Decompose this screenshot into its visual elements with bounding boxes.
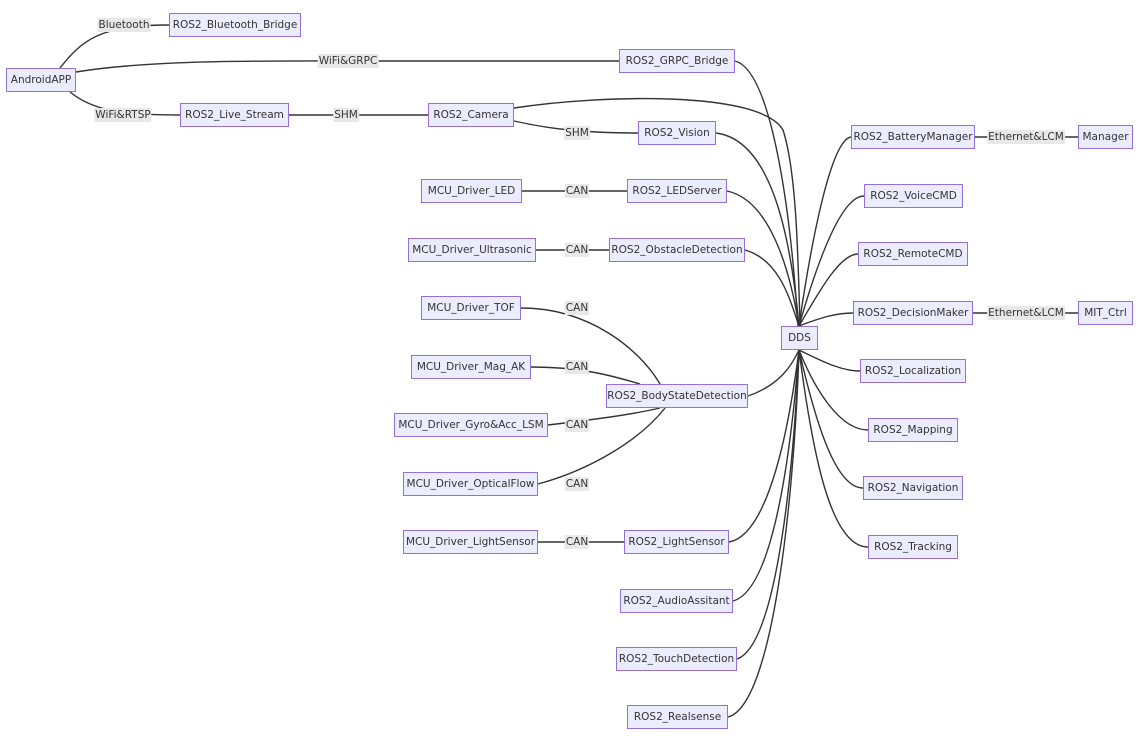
node-vision[interactable]: ROS2_Vision [638,121,716,145]
edge-label-shm-stream: SHM [333,108,359,122]
node-navigation[interactable]: ROS2_Navigation [863,476,963,500]
edge-led-dds [726,190,800,327]
edge-label-bluetooth: Bluetooth [97,18,151,32]
edge-label-can-light: CAN [564,535,590,549]
node-touch-detection[interactable]: ROS2_TouchDetection [616,647,737,671]
edge-touch-dds [736,349,800,660]
edge-realsense-dds [727,349,800,718]
edge-label-can-gyro: CAN [564,418,590,432]
edge-mag-body [530,366,641,385]
edge-label-eth-battery: Ethernet&LCM [987,130,1065,144]
edge-label-can-mag: CAN [564,360,590,374]
node-audio-assistant[interactable]: ROS2_AudioAssitant [620,589,733,613]
node-led-server[interactable]: ROS2_LEDServer [627,179,727,203]
node-body-state[interactable]: ROS2_BodyStateDetection [606,384,748,408]
node-battery-manager[interactable]: ROS2_BatteryManager [851,125,975,149]
node-mcu-led[interactable]: MCU_Driver_LED [421,179,522,203]
edge-dds-navigation [798,349,864,489]
node-realsense[interactable]: ROS2_Realsense [627,705,728,729]
edge-label-wifi-grpc: WiFi&GRPC [317,54,379,68]
edge-light-dds [728,349,800,543]
edge-label-can-ultrasonic: CAN [564,243,590,257]
node-bluetooth-bridge[interactable]: ROS2_Bluetooth_Bridge [169,13,301,37]
node-android-app[interactable]: AndroidAPP [6,68,76,92]
node-mcu-optical[interactable]: MCU_Driver_OpticalFlow [403,472,538,496]
edge-obstacle-dds [744,249,800,327]
node-mit-ctrl[interactable]: MIT_Ctrl [1078,301,1133,325]
edge-dds-decision [798,312,854,327]
edge-label-can-tof: CAN [564,301,590,315]
node-mcu-ultrasonic[interactable]: MCU_Driver_Ultrasonic [408,238,536,262]
node-dds[interactable]: DDS [781,326,818,350]
edge-label-shm-vision: SHM [564,126,590,140]
edge-tof-body [520,307,661,385]
node-tracking[interactable]: ROS2_Tracking [868,535,958,559]
edge-grpc-dds [734,60,799,327]
edge-label-wifi-rtsp: WiFi&RTSP [94,108,152,122]
edge-camera-dds [513,97,801,327]
edge-label-can-led: CAN [564,184,590,198]
node-localization[interactable]: ROS2_Localization [860,359,966,383]
edge-label-can-optical: CAN [564,477,590,491]
edge-dds-remote [798,253,859,327]
node-manager[interactable]: Manager [1078,125,1133,149]
node-grpc-bridge[interactable]: ROS2_GRPC_Bridge [619,49,735,73]
node-obstacle-detection[interactable]: ROS2_ObstacleDetection [609,238,745,262]
node-mcu-tof[interactable]: MCU_Driver_TOF [421,296,521,320]
node-voice-cmd[interactable]: ROS2_VoiceCMD [864,184,963,208]
edge-optical-body [537,407,666,485]
node-mcu-mag[interactable]: MCU_Driver_Mag_AK [411,355,531,379]
edge-dds-battery [798,136,852,327]
node-live-stream[interactable]: ROS2_Live_Stream [180,103,289,127]
edge-dds-localization [798,349,861,372]
node-mcu-light[interactable]: MCU_Driver_LightSensor [403,530,538,554]
edge-dds-mapping [798,349,869,431]
edge-dds-tracking [798,349,869,548]
node-decision-maker[interactable]: ROS2_DecisionMaker [853,301,973,325]
node-camera[interactable]: ROS2_Camera [428,103,514,127]
edge-vision-dds [715,132,800,327]
edge-gyro-body [547,407,661,426]
node-remote-cmd[interactable]: ROS2_RemoteCMD [858,242,968,266]
edge-label-eth-decision: Ethernet&LCM [987,306,1065,320]
edge-body-dds [747,349,800,397]
edge-audio-dds [732,349,800,602]
node-mapping[interactable]: ROS2_Mapping [868,418,958,442]
node-mcu-gyro[interactable]: MCU_Driver_Gyro&Acc_LSM [394,413,548,437]
edge-dds-voice [798,195,865,327]
node-light-sensor[interactable]: ROS2_LightSensor [624,530,729,554]
